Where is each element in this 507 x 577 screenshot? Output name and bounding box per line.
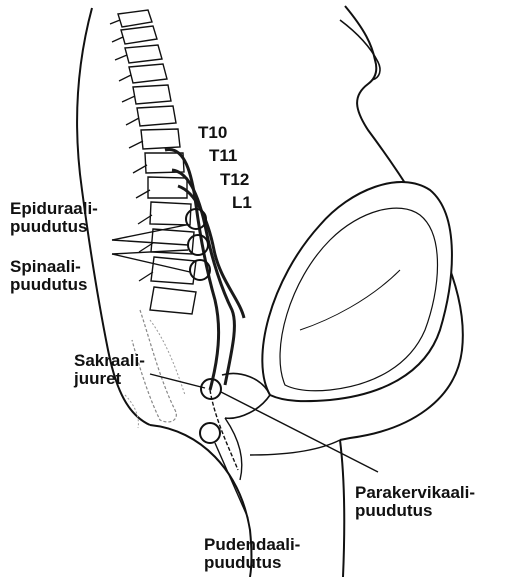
label-epidural-line1: Epiduraali- xyxy=(10,200,98,217)
label-pudendal-line2: puudutus xyxy=(204,554,281,571)
label-sacral-line1: Sakraali- xyxy=(74,352,145,369)
label-t11: T11 xyxy=(209,147,237,164)
sacral-leader xyxy=(150,374,205,388)
sacrum-inner xyxy=(150,320,185,395)
label-t10: T10 xyxy=(198,124,227,141)
pelvic-nerve xyxy=(210,390,238,470)
label-pudendal-line1: Pudendaali- xyxy=(204,536,300,553)
label-spinal-line2: puudutus xyxy=(10,276,87,293)
thigh-crease xyxy=(250,440,340,455)
label-sacral-line2: juuret xyxy=(74,370,121,387)
label-epidural-line2: puudutus xyxy=(10,218,87,235)
pudendal-site-circle xyxy=(200,423,220,443)
uterus-outline xyxy=(262,182,452,401)
label-spinal-line1: Spinaali- xyxy=(10,258,81,275)
paracervical-leader xyxy=(221,392,378,472)
thigh-front-outline xyxy=(340,440,344,577)
label-paracervical-line1: Parakervikaali- xyxy=(355,484,475,501)
label-t12: T12 xyxy=(220,171,249,188)
breast-outline xyxy=(340,20,380,80)
label-paracervical-line2: puudutus xyxy=(355,502,432,519)
label-l1: L1 xyxy=(232,194,252,211)
